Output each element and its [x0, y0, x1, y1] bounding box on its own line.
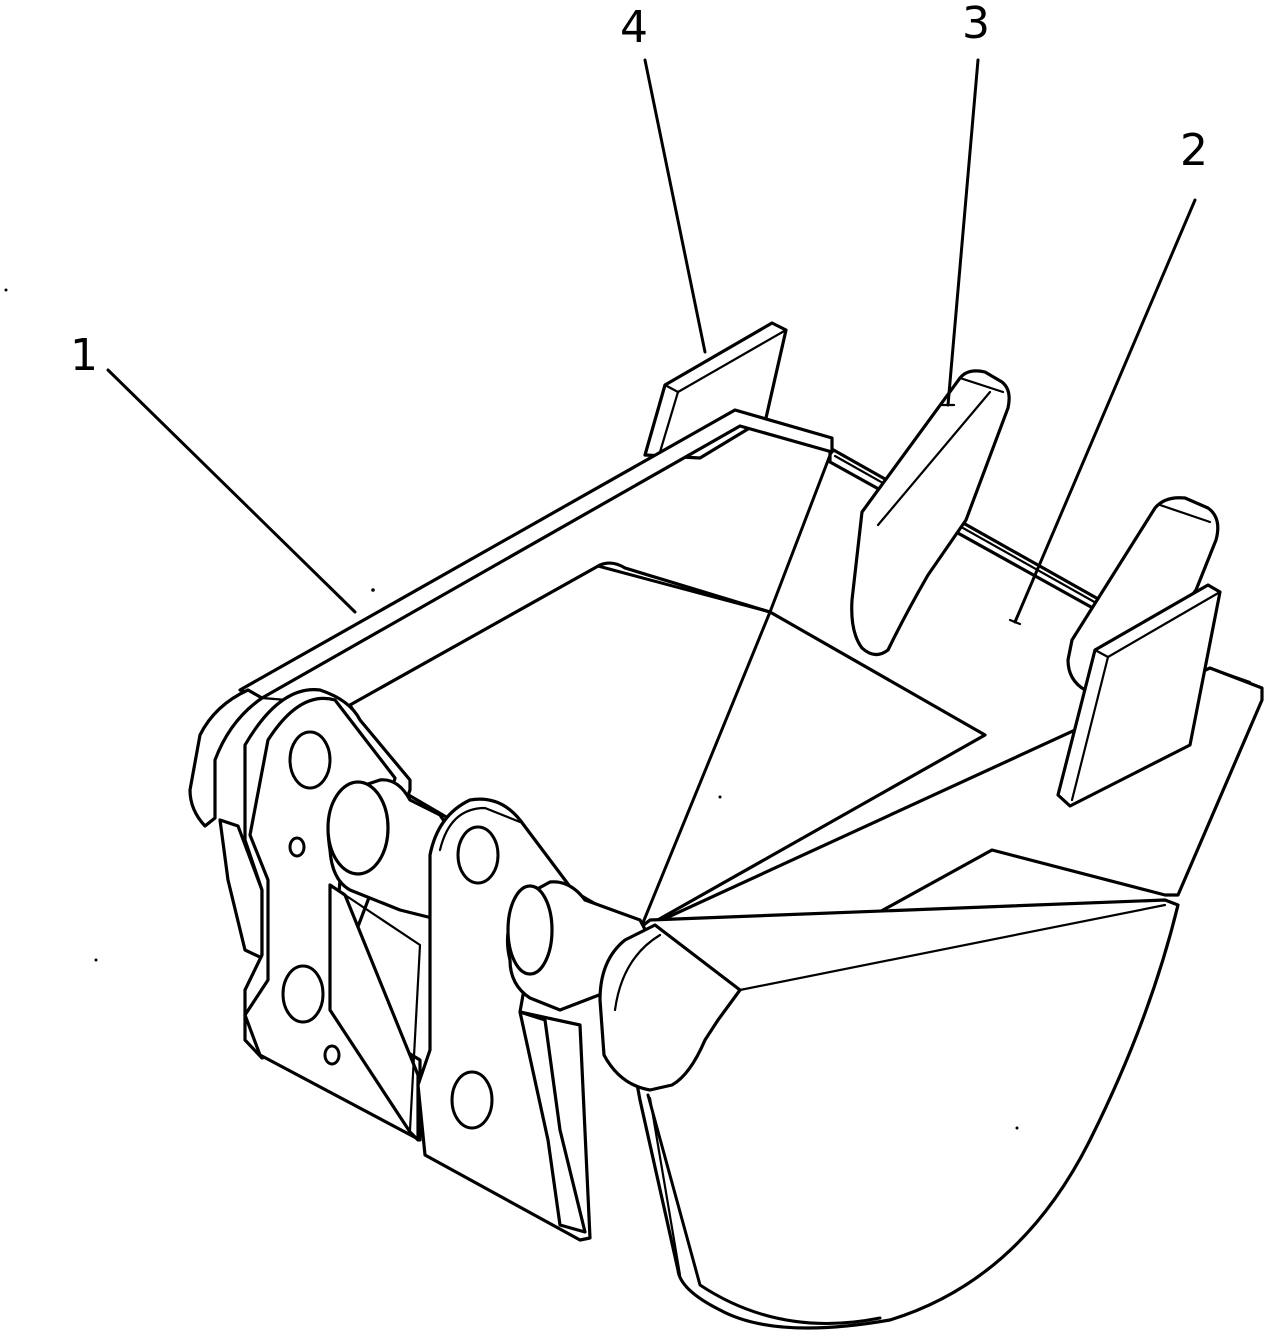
callout-labels: 1 2 3 4	[70, 0, 1208, 381]
pin-hole-lower-left	[281, 964, 325, 1024]
tooth-2	[1066, 496, 1220, 692]
pin-hole-upper-left	[288, 730, 332, 790]
left-end-plate	[188, 688, 264, 828]
leader-3	[946, 58, 980, 407]
scan-specks	[4, 288, 1019, 1130]
pin-hole-upper-right	[456, 825, 500, 885]
leader-4	[643, 58, 707, 354]
callout-4: 4	[620, 2, 648, 53]
leader-1	[106, 368, 357, 614]
hinge-assembly	[218, 688, 742, 1242]
callout-3: 3	[962, 0, 990, 49]
side-cutter-right	[1056, 583, 1222, 808]
pin-hole-lower-right	[450, 1070, 494, 1130]
leader-2	[1013, 198, 1197, 624]
callout-1: 1	[70, 330, 98, 381]
tooth-3	[850, 369, 1011, 657]
callout-2: 2	[1180, 125, 1208, 176]
leader-lines	[106, 58, 1197, 626]
